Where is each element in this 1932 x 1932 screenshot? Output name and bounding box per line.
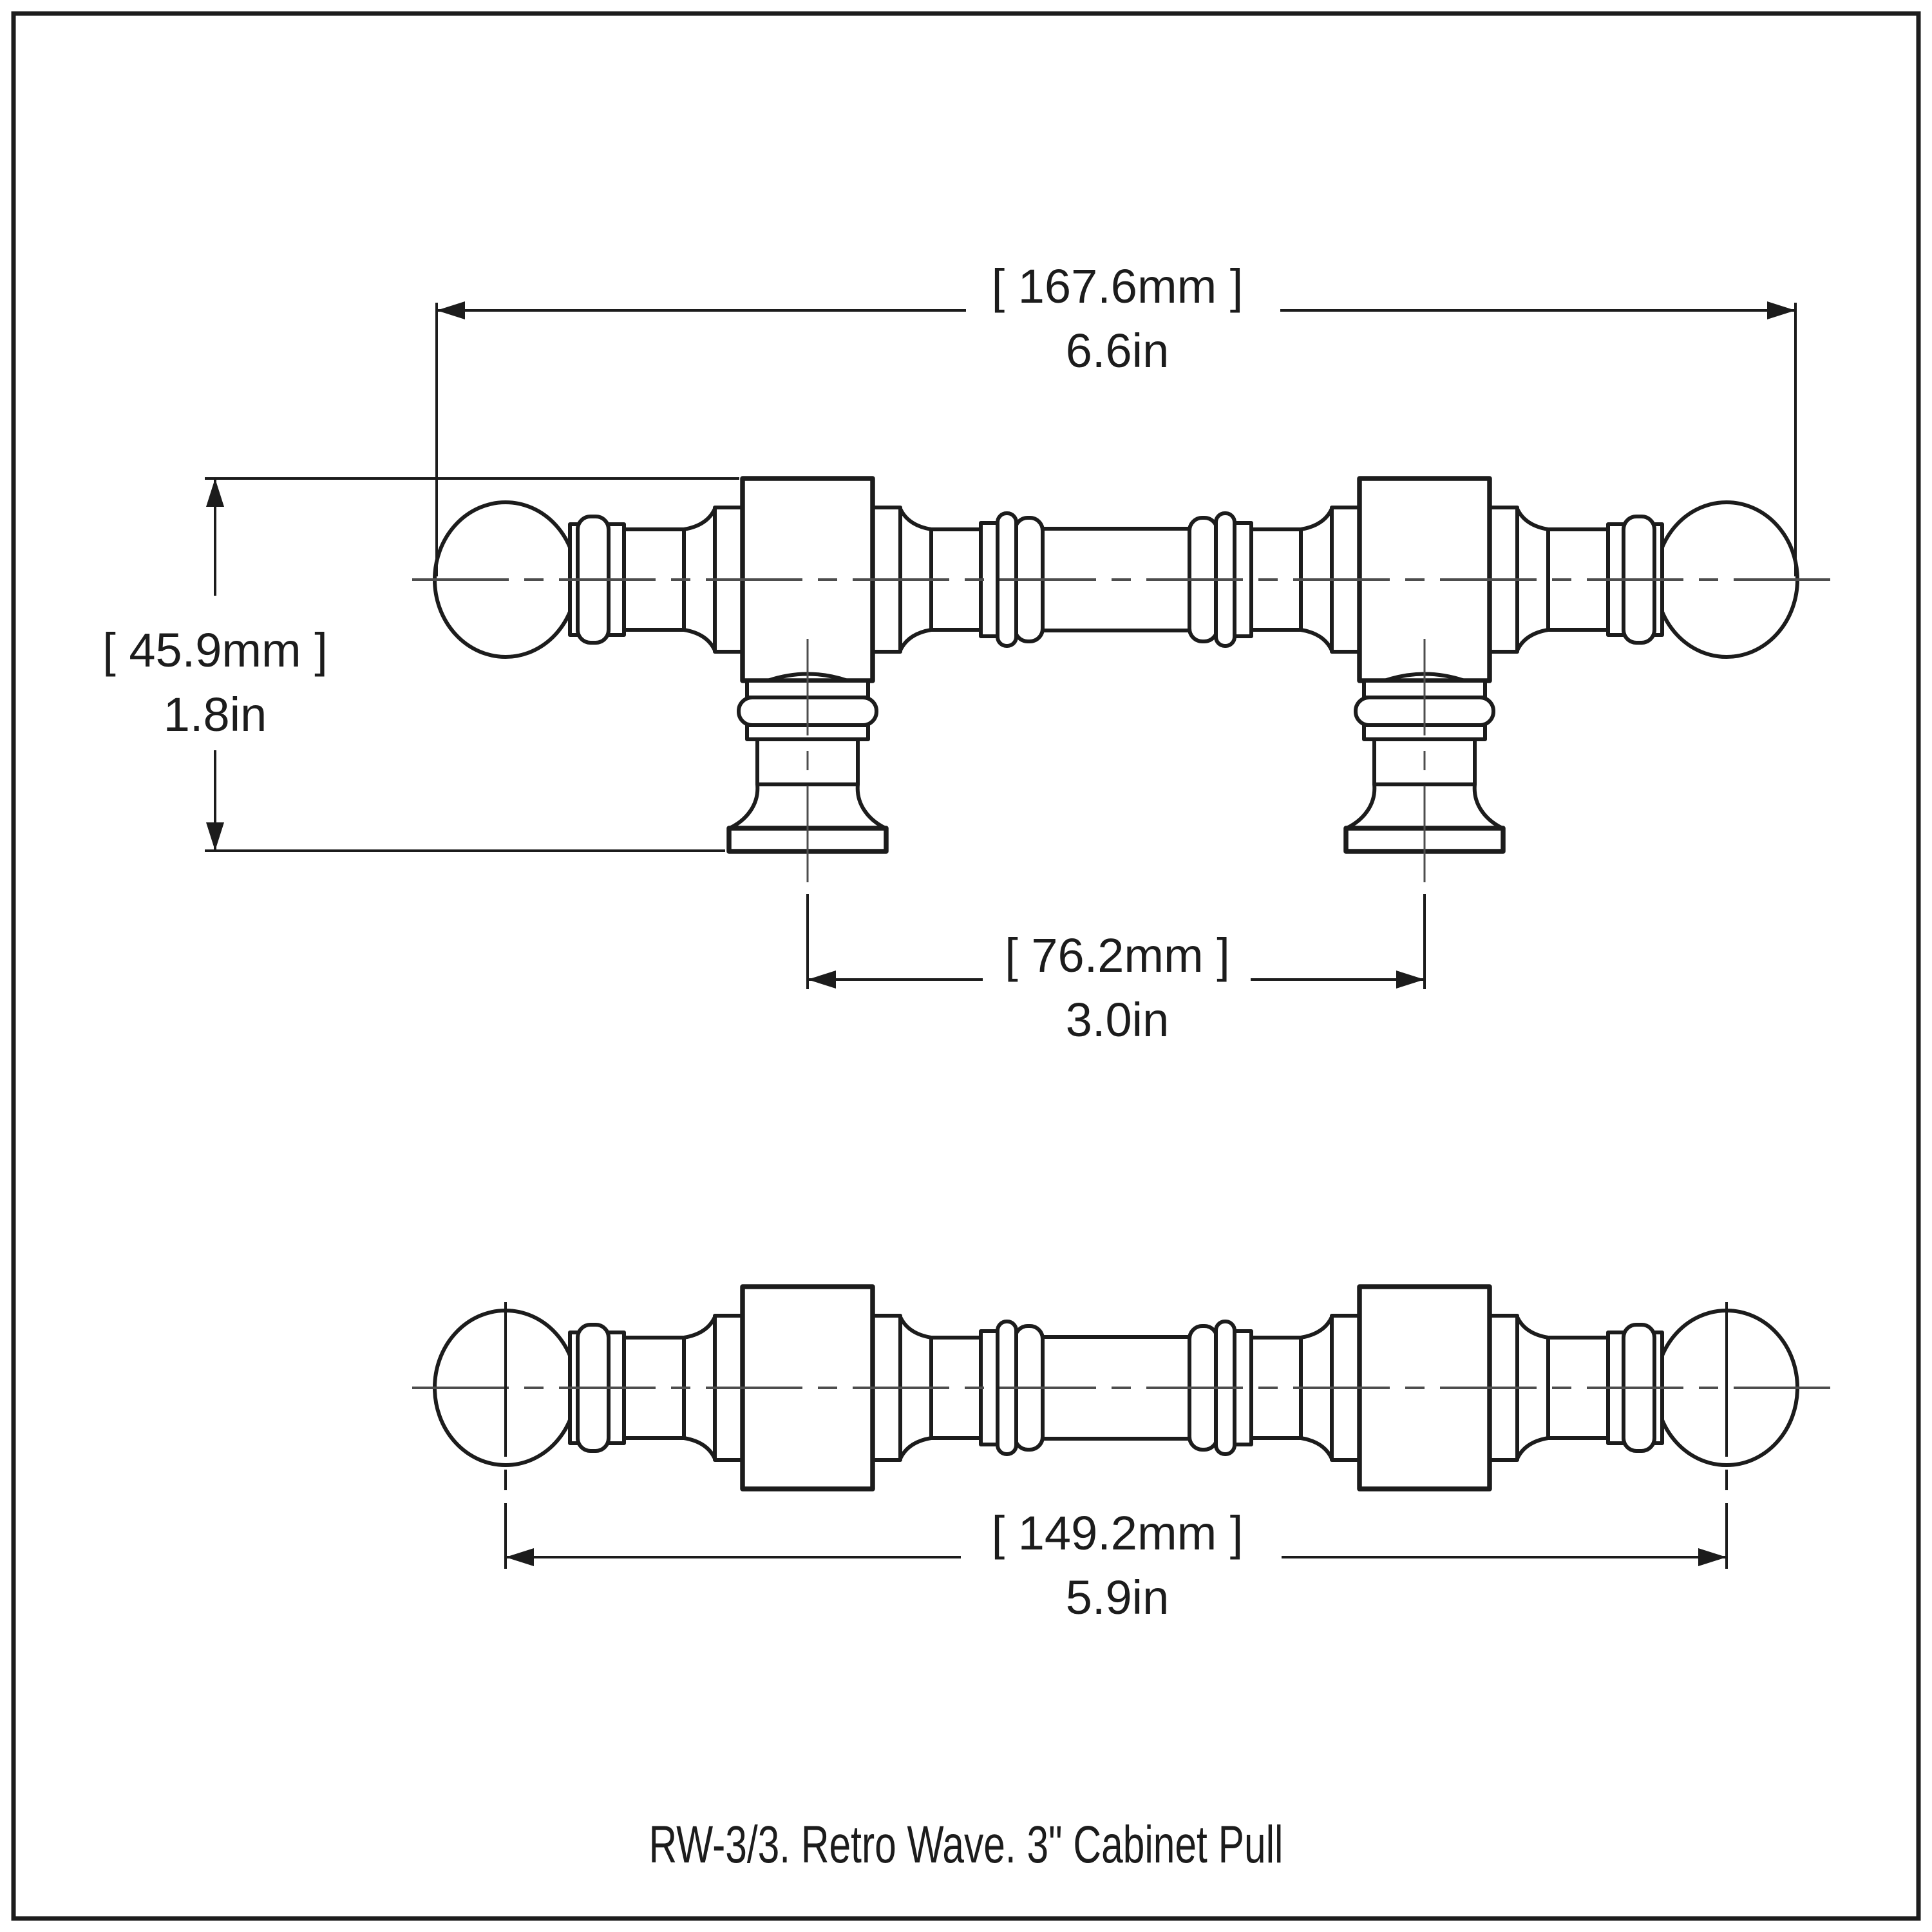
overall-width-mm-label: [ 167.6mm ] xyxy=(992,260,1244,313)
height-mm-label: [ 45.9mm ] xyxy=(102,623,328,677)
dimension-center-to-center: [ 76.2mm ] 3.0in xyxy=(806,894,1426,1057)
face-length-mm-label: [ 149.2mm ] xyxy=(992,1506,1244,1560)
dimension-face-length: [ 149.2mm ] 5.9in xyxy=(504,1302,1728,1635)
arrowhead-right xyxy=(1396,971,1425,989)
arrowhead-left xyxy=(506,1548,534,1566)
face-length-in-label: 5.9in xyxy=(1066,1571,1169,1624)
label-background xyxy=(90,596,343,750)
page-border xyxy=(11,11,1921,1921)
arrowhead-right xyxy=(1698,1548,1727,1566)
front-view-posts xyxy=(729,674,1503,852)
dimension-height: [ 45.9mm ] 1.8in xyxy=(90,477,739,852)
centerlines xyxy=(412,578,1830,1389)
arrowhead-bottom xyxy=(206,822,224,851)
arrowhead-right xyxy=(1767,301,1795,319)
arrowhead-left xyxy=(437,301,465,319)
drawing-caption: RW-3/3. Retro Wave. 3" Cabinet Pull xyxy=(649,1815,1283,1874)
center-to-center-mm-label: [ 76.2mm ] xyxy=(1005,929,1230,982)
dimension-overall-width: [ 167.6mm ] 6.6in xyxy=(435,251,1797,576)
label-background xyxy=(966,251,1280,386)
label-background xyxy=(983,921,1251,1057)
front-view xyxy=(435,478,1797,851)
label-background xyxy=(961,1497,1282,1635)
height-in-label: 1.8in xyxy=(164,688,267,741)
center-to-center-in-label: 3.0in xyxy=(1066,993,1169,1046)
arrowhead-left xyxy=(808,971,836,989)
overall-width-in-label: 6.6in xyxy=(1066,324,1169,377)
arrowhead-top xyxy=(206,478,224,507)
